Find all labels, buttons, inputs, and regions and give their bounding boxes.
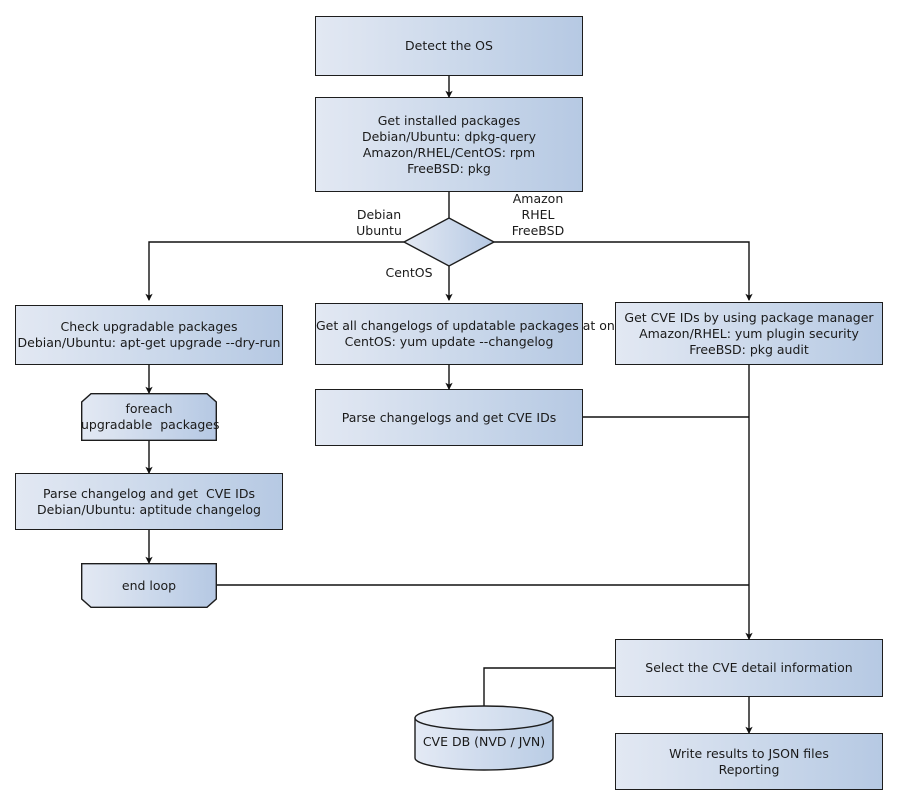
- node-check-upgradable-label: Check upgradable packages Debian/Ubuntu:…: [17, 319, 281, 350]
- node-detect-os-label: Detect the OS: [405, 38, 493, 53]
- decision-diamond-os: [402, 217, 496, 267]
- edge-select-to-db: [483, 667, 615, 711]
- node-select-cve-detail[interactable]: Select the CVE detail information: [615, 639, 883, 697]
- edge-label-amazon-rhel-freebsd: Amazon RHEL FreeBSD: [511, 191, 565, 238]
- node-get-cve-ids-pkgmgr[interactable]: Get CVE IDs by using package manager Ama…: [615, 302, 883, 365]
- node-foreach-loop-label: foreach upgradable packages: [81, 401, 220, 432]
- node-cve-db[interactable]: CVE DB (NVD / JVN): [414, 705, 554, 771]
- node-get-all-changelogs-label: Get all changelogs of updatable packages…: [316, 318, 629, 349]
- node-parse-changelogs-center[interactable]: Parse changelogs and get CVE IDs: [315, 389, 583, 446]
- edge-label-debian-ubuntu: Debian Ubuntu: [356, 207, 402, 238]
- node-parse-changelog-left-label: Parse changelog and get CVE IDs Debian/U…: [37, 485, 261, 517]
- node-foreach-loop[interactable]: foreach upgradable packages: [81, 393, 220, 441]
- node-get-installed-packages[interactable]: Get installed packages Debian/Ubuntu: dp…: [315, 97, 583, 192]
- node-parse-changelogs-center-label: Parse changelogs and get CVE IDs: [341, 409, 557, 425]
- database-cylinder-shape: [414, 705, 554, 771]
- edge-label-centos: CentOS: [385, 265, 433, 280]
- edge-decision-to-check-upgradable: [145, 241, 404, 302]
- node-cve-db-label: CVE DB (NVD / JVN): [422, 734, 546, 749]
- node-select-cve-detail-label: Select the CVE detail information: [645, 660, 853, 675]
- node-end-loop[interactable]: end loop: [81, 563, 217, 608]
- loop-end-shape: [81, 563, 217, 608]
- node-write-results-label: Write results to JSON files Reporting: [669, 745, 829, 777]
- node-get-cve-ids-pkgmgr-label: Get CVE IDs by using package manager Ama…: [624, 309, 874, 357]
- edge-decision-to-cveids: [494, 241, 753, 302]
- node-write-results[interactable]: Write results to JSON files Reporting: [615, 733, 883, 790]
- node-get-installed-packages-label: Get installed packages Debian/Ubuntu: dp…: [361, 112, 537, 176]
- node-check-upgradable[interactable]: Check upgradable packages Debian/Ubuntu:…: [15, 305, 283, 365]
- node-get-all-changelogs[interactable]: Get all changelogs of updatable packages…: [315, 303, 629, 365]
- node-parse-changelog-left[interactable]: Parse changelog and get CVE IDs Debian/U…: [15, 473, 283, 530]
- loop-start-shape: [81, 393, 217, 441]
- node-end-loop-label: end loop: [121, 577, 177, 593]
- node-detect-os[interactable]: Detect the OS: [315, 16, 583, 76]
